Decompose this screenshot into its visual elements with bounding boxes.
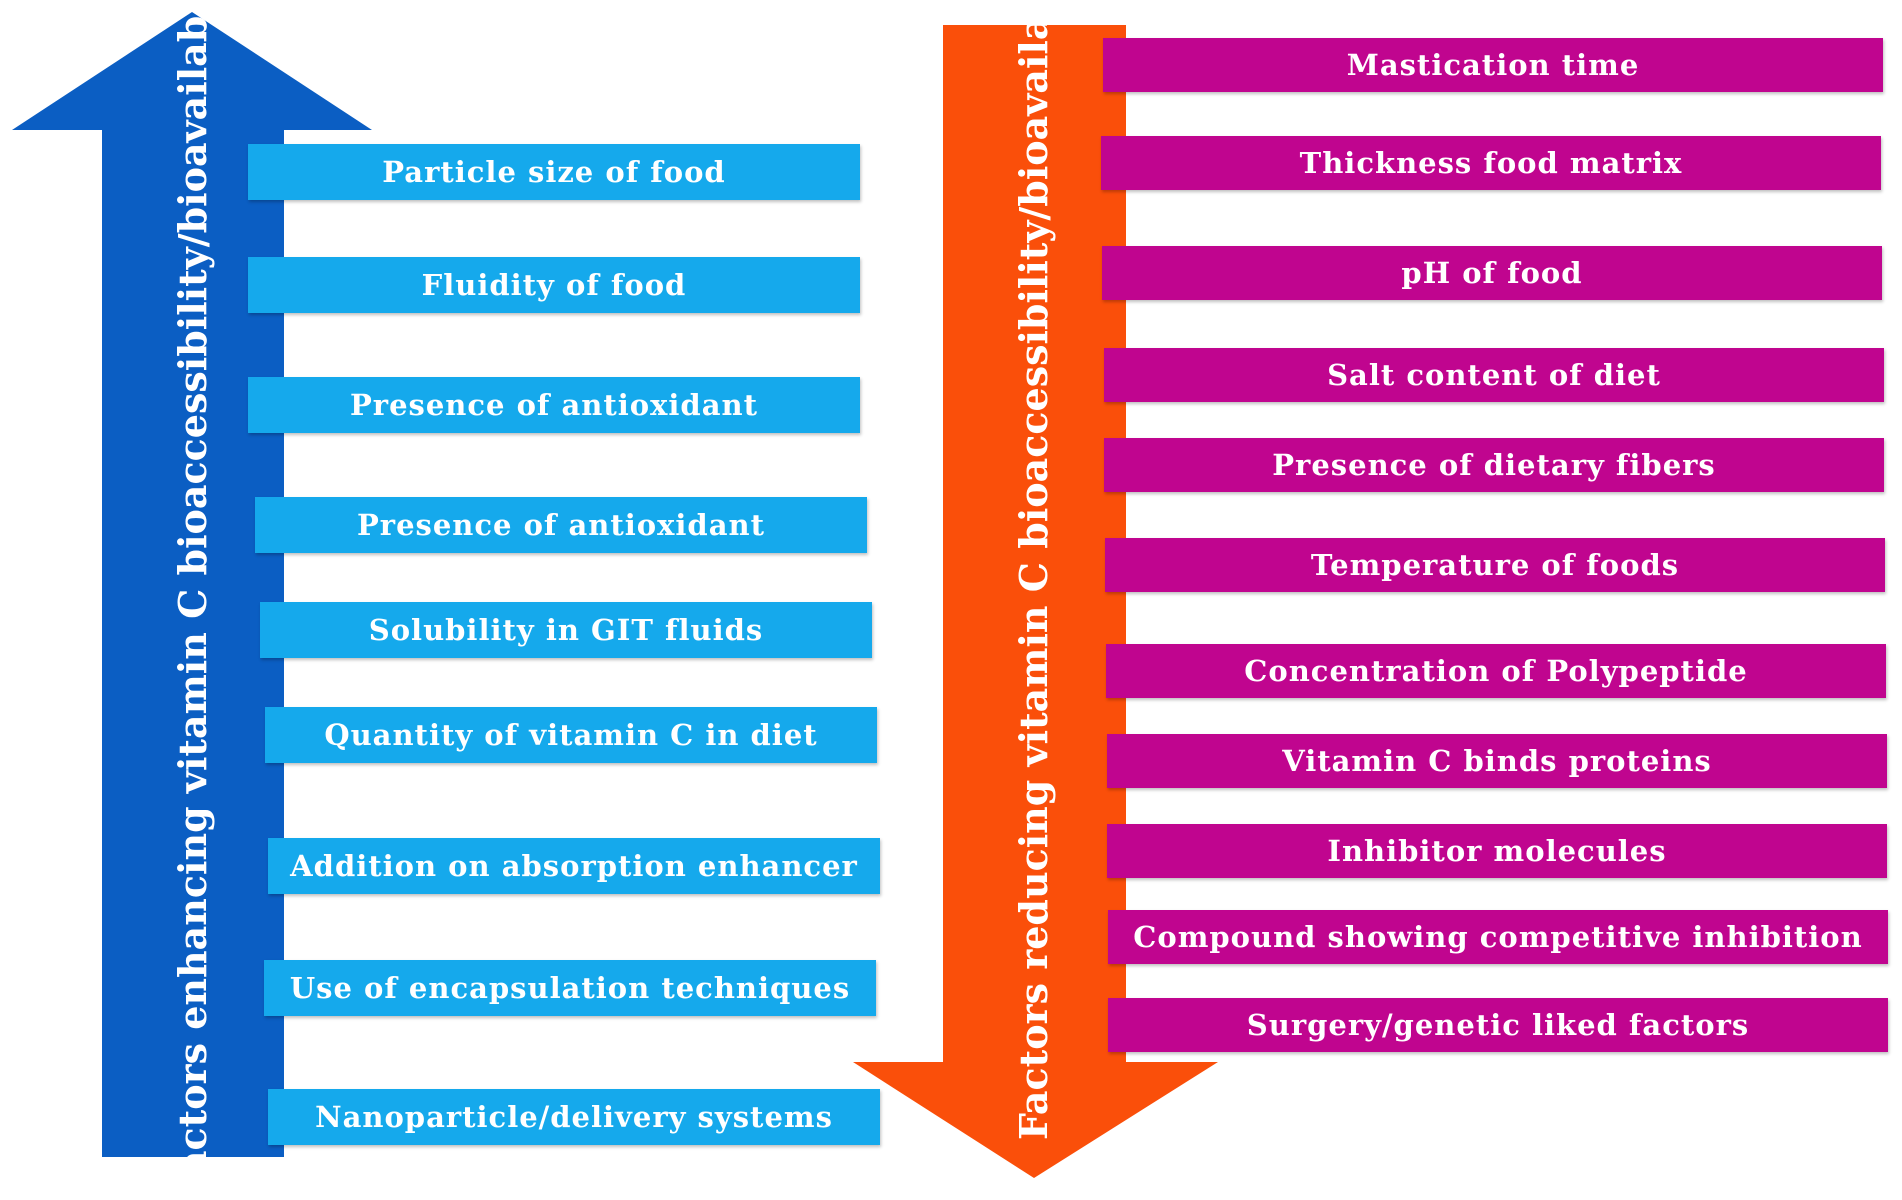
reducing-factor-3: pH of food — [1102, 246, 1882, 300]
reducing-factor-11: Surgery/genetic liked factors — [1108, 998, 1888, 1052]
reducing-factor-7: Concentration of Polypeptide — [1106, 644, 1886, 698]
enhancing-factor-2: Fluidity of food — [248, 257, 860, 313]
reducing-factor-6: Temperature of foods — [1105, 538, 1885, 592]
reducing-factor-4: Salt content of diet — [1104, 348, 1884, 402]
enhancing-factor-5: Solubility in GIT fluids — [260, 602, 872, 658]
enhancing-factor-6: Quantity of vitamin C in diet — [265, 707, 877, 763]
enhancing-factor-7: Addition on absorption enhancer — [268, 838, 880, 894]
enhancing-factor-8: Use of encapsulation techniques — [264, 960, 876, 1016]
enhancing-factor-4: Presence of antioxidant — [255, 497, 867, 553]
reducing-factor-1: Mastication time — [1103, 38, 1883, 92]
enhancing-factor-3: Presence of antioxidant — [248, 377, 860, 433]
reducing-arrow-label: Factors reducing vitamin C bioaccessibil… — [1011, 0, 1056, 1140]
enhancing-factor-1: Particle size of food — [248, 144, 860, 200]
enhancing-arrow-label: Factors enhancing vitamin C bioaccessibi… — [170, 0, 215, 1200]
reducing-down-arrow — [853, 25, 1218, 1178]
reducing-factor-10: Compound showing competitive inhibition — [1108, 910, 1888, 964]
reducing-factor-8: Vitamin C binds proteins — [1107, 734, 1887, 788]
enhancing-factor-9: Nanoparticle/delivery systems — [268, 1089, 880, 1145]
reducing-factor-5: Presence of dietary fibers — [1104, 438, 1884, 492]
reducing-factor-9: Inhibitor molecules — [1107, 824, 1887, 878]
reducing-factor-2: Thickness food matrix — [1101, 136, 1881, 190]
